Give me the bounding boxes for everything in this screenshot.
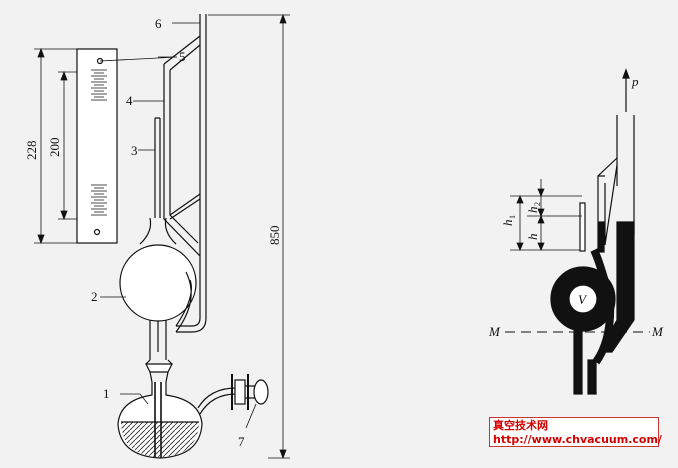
mcleod-gauge [34, 13, 290, 460]
label-h2-sub: 2 [533, 202, 542, 206]
bulb-2 [119, 244, 197, 322]
scale-board [76, 48, 118, 244]
capillary-3 [154, 117, 161, 218]
label-m-right: M [651, 324, 664, 339]
stopper [145, 363, 173, 383]
scale-ticks-bottom [91, 184, 107, 216]
label-h1-sub: 1 [508, 215, 517, 219]
label-5: 5 [179, 49, 186, 64]
label-6: 6 [155, 16, 162, 31]
watermark: 真空技术网 http://www.chvacuum.com/ [489, 417, 662, 447]
label-p: p [631, 74, 639, 89]
tube-6 [176, 14, 207, 333]
dim-228-text: 228 [24, 141, 39, 161]
label-2: 2 [91, 289, 98, 304]
left-labels: 6 5 4 3 2 1 7 228 200 850 [24, 16, 282, 449]
dim-850-text: 850 [267, 226, 282, 246]
right-labels: p V M M h 1 h 2 h [488, 74, 664, 339]
scale-ticks-top [91, 69, 107, 101]
label-3: 3 [131, 143, 138, 158]
dimension-200 [58, 70, 77, 221]
stopcock-7 [234, 379, 246, 405]
label-m-left: M [488, 324, 501, 339]
tube-4 [163, 64, 201, 257]
label-h: h [525, 234, 540, 241]
label-h1: h [500, 220, 515, 227]
label-7: 7 [238, 434, 245, 449]
dimension-228 [34, 47, 77, 245]
gauge-schematic [505, 68, 650, 395]
watermark-url: http://www.chvacuum.com/ [493, 433, 662, 446]
dimension-850 [208, 13, 290, 460]
dim-200-text: 200 [47, 138, 62, 158]
watermark-title: 真空技术网 [493, 419, 548, 432]
label-v: V [578, 292, 588, 307]
label-1: 1 [103, 386, 110, 401]
label-h2: h [525, 207, 540, 214]
label-4: 4 [126, 93, 133, 108]
